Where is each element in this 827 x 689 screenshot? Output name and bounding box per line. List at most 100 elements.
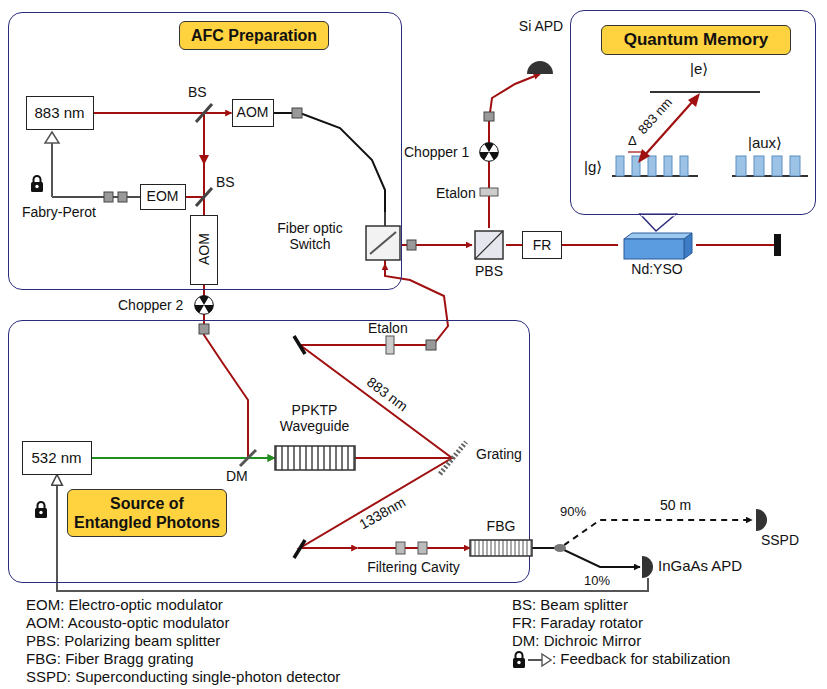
laser-box: 883 nm [26, 96, 94, 130]
drawing-part [640, 214, 676, 231]
abbreviation-note: FR: Faraday rotator [512, 614, 643, 631]
drawing-part [754, 156, 764, 176]
beam-connector [204, 285, 275, 459]
drawing-part [624, 233, 692, 239]
component-label: Nd:YSO [618, 261, 696, 277]
drawing-part [616, 156, 624, 176]
detector: InGaAs APD [640, 556, 752, 578]
component-label: Filtering Cavity [358, 559, 470, 575]
part-label: |g⟩ [584, 158, 602, 175]
abbreviation-note: DM: Dichroic Mirror [512, 632, 641, 649]
drawing-part [199, 324, 209, 334]
abbreviation-note: FBG: Fiber Bragg grating [26, 650, 194, 667]
panel-title: Source of Entangled Photons [67, 489, 227, 537]
drawing-part [366, 226, 400, 260]
panel-title: Quantum Memory [601, 25, 791, 55]
legend-text: : Feedback for stabilization [552, 650, 730, 667]
drawing-part [275, 446, 355, 470]
part-label: |aux⟩ [748, 134, 782, 151]
component-label: FR [533, 237, 552, 253]
drawing-part [527, 61, 553, 74]
drawing-part [484, 112, 494, 121]
drawing-part [426, 340, 436, 350]
drawing-part [736, 156, 746, 176]
drawing-part [696, 244, 774, 246]
memory-optics [407, 112, 781, 256]
beam-connector [300, 458, 452, 548]
drawing-part [358, 547, 470, 549]
abbreviation-note: AOM: Acousto-optic modulator [26, 614, 229, 631]
abbreviation-note: EOM: Electro-optic modulator [26, 596, 223, 613]
drawing-part [684, 233, 692, 259]
component-label: AOM [237, 104, 269, 120]
part-label: Fabry-Perot [22, 204, 96, 220]
panel: Quantum Memory [570, 10, 816, 215]
drawing-part [642, 556, 653, 578]
legend-row: : Feedback for stabilization [512, 650, 730, 668]
drawing-part [756, 509, 767, 531]
drawing-part [440, 442, 466, 474]
drawing-part [480, 188, 498, 196]
drawing-part [648, 156, 656, 176]
drawing-part [477, 140, 498, 161]
part-label: 10% [584, 574, 610, 589]
part-label: 883 nm [635, 95, 675, 137]
component-label: PPKTP Waveguide [275, 402, 355, 434]
drawing-part [790, 156, 800, 176]
fiber-connector [532, 520, 752, 548]
beam-connector [94, 112, 232, 114]
drawing-part [384, 212, 386, 226]
abbreviation-note: PBS: Polarizing beam splitter [26, 632, 220, 649]
detector: SSPD [752, 505, 808, 551]
source-optics [35, 336, 566, 558]
part-label: |e⟩ [690, 60, 708, 77]
drawing-part [475, 231, 503, 259]
part-label: Grating [476, 446, 522, 462]
drawing-part [475, 231, 503, 259]
drawing-part [407, 240, 416, 250]
drawing-part [418, 542, 427, 554]
drawing-part [513, 652, 525, 668]
abbreviation-note: SSPD: Superconducting single-photon dete… [26, 668, 340, 685]
drawing-part [554, 544, 566, 552]
laser-box: 532 nm [22, 441, 92, 475]
fiber-connector [274, 113, 386, 212]
part-label: BS [216, 174, 235, 190]
component-label: 883 nm [34, 104, 84, 121]
filter-cavity: Filtering Cavity [358, 538, 470, 580]
drawing-part [196, 104, 212, 122]
modulator-box: EOM [140, 184, 186, 210]
part-label: Chopper 2 [118, 297, 183, 313]
drawing-part [624, 239, 684, 259]
component-label: Fiber optic Switch [266, 220, 354, 252]
component-label: EOM [147, 188, 179, 204]
beam-connector [562, 244, 618, 246]
drawing-part [688, 93, 700, 107]
component-label: SSPD [752, 532, 808, 548]
drawing-part [632, 156, 640, 176]
drawing-part [196, 188, 212, 206]
part-label: Etalon [368, 320, 408, 336]
drawing-part [192, 293, 213, 314]
fiber-grating: FBG [470, 518, 532, 558]
fiber-connector [57, 475, 648, 592]
drawing-part [199, 155, 209, 165]
drawing-part [386, 336, 394, 354]
drawing-part [118, 192, 127, 202]
beam-splitter-cube: PBS [472, 228, 506, 280]
drawing-part [774, 234, 781, 256]
drawing-part [528, 659, 542, 661]
drawing-part [45, 132, 59, 143]
drawing-part [51, 143, 53, 197]
rotator-box: FR [522, 231, 562, 259]
drawing-part [31, 176, 43, 192]
legend-swatch [512, 650, 552, 668]
modulator-box: AOM [232, 99, 274, 127]
drawing-part [470, 540, 532, 556]
drawing-part [294, 336, 305, 354]
component-label: PBS [472, 263, 506, 279]
drawing-part [638, 149, 650, 163]
crystal: Nd:YSO [618, 231, 696, 277]
